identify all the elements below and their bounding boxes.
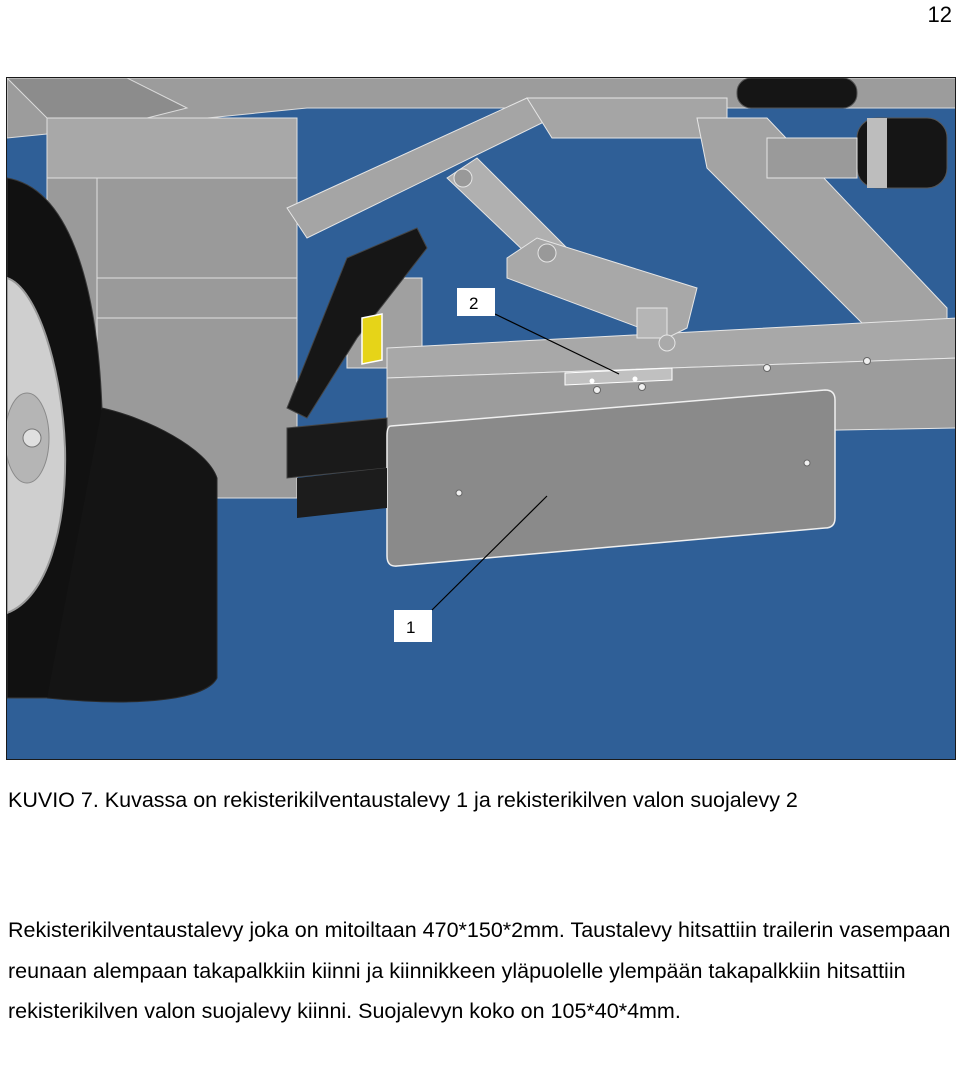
body-paragraph: Rekisterikilventaustalevy joka on mitoil…: [8, 918, 951, 1023]
yellow-reflector: [361, 313, 383, 365]
callout-1-label: 1: [406, 618, 415, 637]
shock-absorber: [286, 227, 428, 419]
figure-caption: KUVIO 7. Kuvassa on rekisterikilventaust…: [8, 788, 798, 812]
page-number: 12: [927, 2, 952, 27]
callout-1-box: [394, 610, 432, 642]
license-plate-backing: [386, 389, 836, 567]
callout-2-label: 2: [469, 294, 478, 313]
callout-2-leader: [494, 313, 620, 375]
roller: [736, 78, 858, 109]
callout-1-leader: [431, 495, 548, 611]
axle-beam: [286, 417, 388, 479]
trailer-rear-illustration: 2 1: [7, 78, 955, 759]
callout-2-box: [457, 288, 495, 316]
trailer-cad-figure: 2 1: [6, 77, 956, 760]
